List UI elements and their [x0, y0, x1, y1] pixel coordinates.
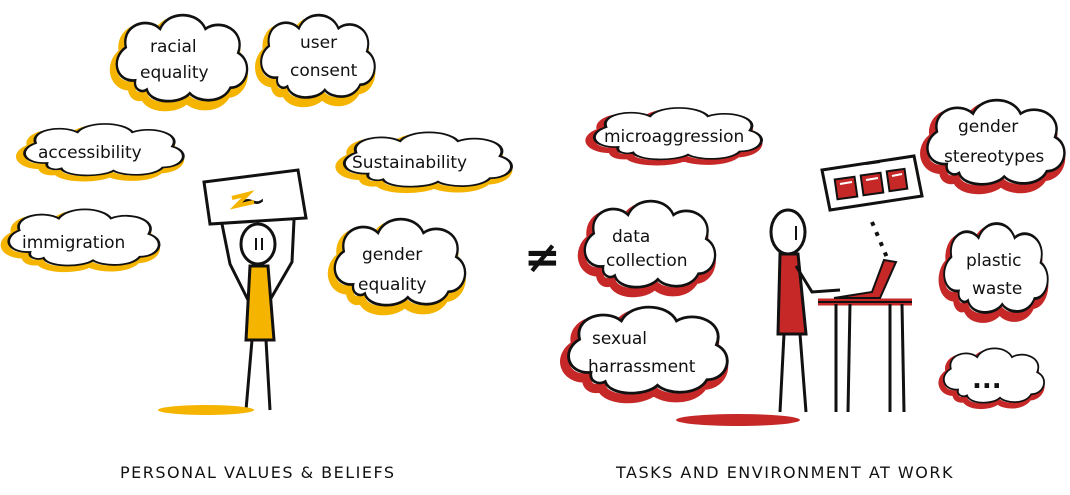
bubble-label-line: Sustainability [352, 153, 467, 173]
bubble-label-line: equality [358, 275, 427, 295]
dashboard-screen [820, 154, 924, 261]
figure-head [239, 222, 277, 266]
figure-body [776, 252, 808, 336]
bubble-label-line: gender [362, 245, 422, 265]
bubble-label-line: harrassment [588, 357, 696, 377]
bubble-label-line: plastic [966, 251, 1022, 271]
left-caption: PERSONAL VALUES & BELIEFS [120, 463, 396, 482]
bubble-label-line: accessibility [38, 143, 142, 163]
bubble-label-line: microaggression [604, 127, 744, 147]
figure-body [244, 264, 276, 342]
ground-shadow [676, 414, 800, 426]
figure-head [769, 208, 807, 256]
right-panel: microaggression gender stereotypes data … [565, 98, 1066, 482]
ground-shadow [158, 405, 254, 415]
bubble-label-line: waste [972, 279, 1022, 299]
protester-figure: ~ [158, 168, 308, 415]
issue-bubble [924, 98, 1066, 190]
bubble-label-line: collection [606, 251, 688, 271]
bubble-label-line: immigration [22, 233, 125, 253]
left-panel: racial equality user consent accessibili… [5, 13, 513, 482]
not-equal-symbol: ≠ [524, 232, 561, 283]
bubble-label-line: equality [140, 63, 209, 83]
value-bubble [114, 13, 247, 107]
bubble-label-line: ... [972, 365, 1002, 395]
bubble-label-line: user [300, 33, 337, 53]
bubble-label-line: stereotypes [944, 147, 1044, 167]
laptop [833, 258, 898, 299]
worker-figure [676, 208, 912, 426]
bubble-label-line: consent [290, 61, 358, 81]
right-caption: TASKS AND ENVIRONMENT AT WORK [615, 463, 954, 482]
value-bubble [258, 13, 374, 103]
bubble-label-line: racial [150, 37, 197, 57]
bubble-label-line: sexual [592, 329, 647, 349]
protest-sign [202, 168, 308, 226]
bubble-label-line: data [612, 227, 650, 247]
bubble-label-line: gender [958, 117, 1018, 137]
issue-bubble [565, 305, 729, 399]
